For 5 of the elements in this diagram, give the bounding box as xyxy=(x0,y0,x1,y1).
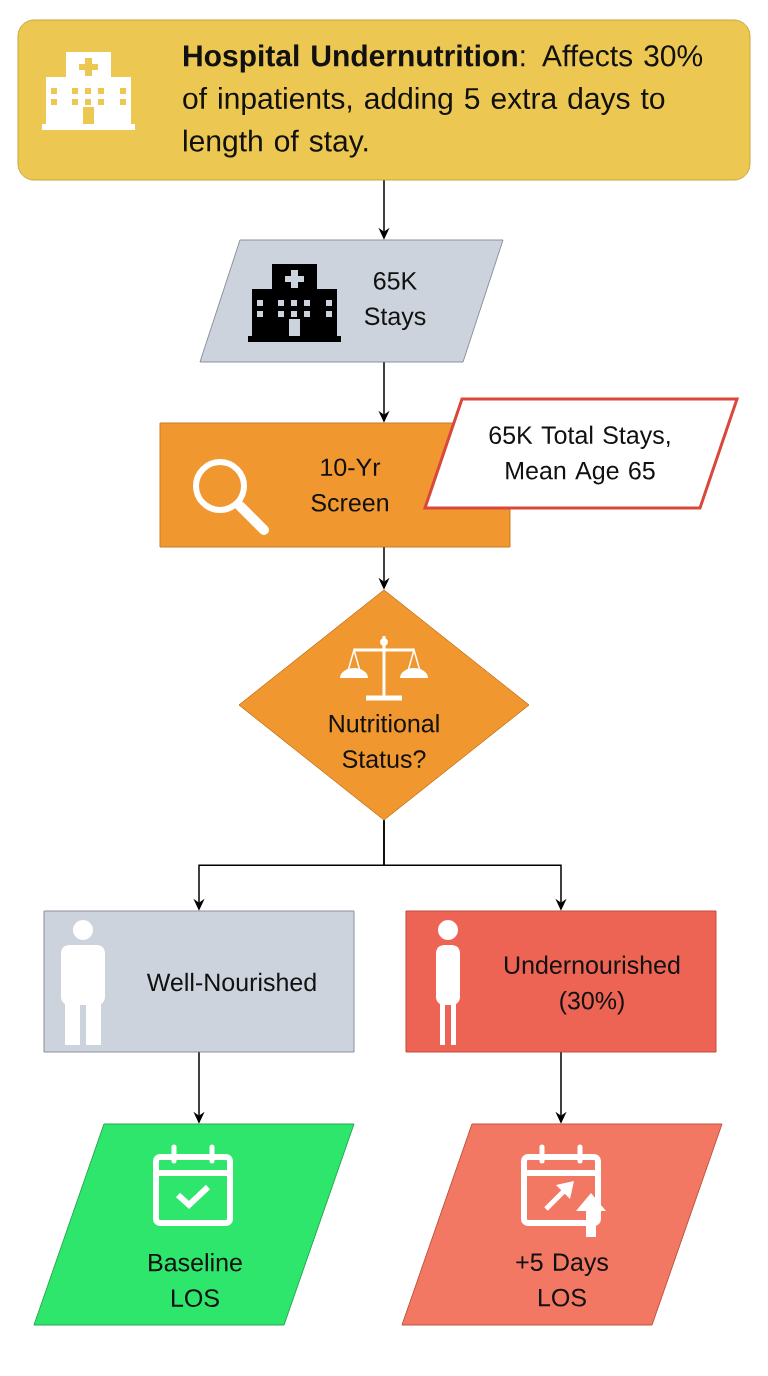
title-box: Hospital Undernutrition: Affects 30% of inpatients, adding 5 extra days to length of stay. xyxy=(17,19,751,181)
result-parallelogram: +5 Days LOS xyxy=(401,1123,723,1326)
outcome-box: Undernourished (30%) xyxy=(405,910,717,1053)
outcome-box: Well-Nourished xyxy=(43,910,355,1053)
result-parallelogram: Baseline LOS xyxy=(33,1123,355,1326)
